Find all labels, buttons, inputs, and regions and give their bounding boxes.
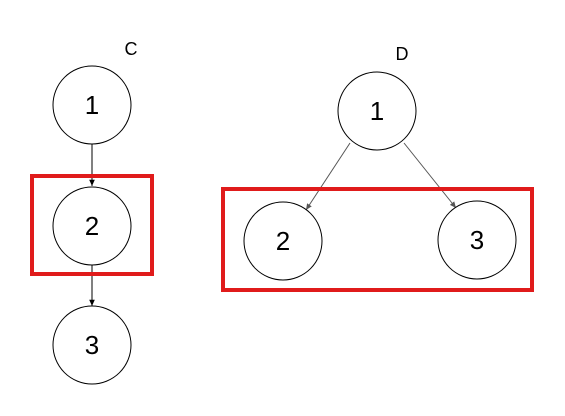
graph-c-label: C: [125, 39, 138, 59]
node-c-3-label: 3: [85, 330, 99, 360]
highlight-box-d: [221, 187, 534, 292]
node-d-3: 3: [437, 200, 517, 280]
node-d-2-label: 2: [276, 226, 290, 256]
node-c-2: 2: [52, 186, 132, 266]
node-d-2: 2: [243, 201, 323, 281]
highlight-box-c: [30, 174, 154, 276]
node-d-1-label: 1: [370, 96, 384, 126]
node-c-3: 3: [52, 305, 132, 385]
edge-d-1-3: [403, 142, 457, 209]
node-c-1-label: 1: [85, 90, 99, 120]
graph-d-label: D: [396, 44, 409, 64]
node-d-3-label: 3: [470, 225, 484, 255]
graph-c: C 1 2 3: [30, 39, 154, 385]
graph-d: D 1 2 3: [221, 44, 534, 292]
edge-d-1-2: [305, 142, 351, 211]
node-d-1: 1: [337, 71, 417, 151]
node-c-2-label: 2: [85, 211, 99, 241]
node-c-1: 1: [52, 65, 132, 145]
